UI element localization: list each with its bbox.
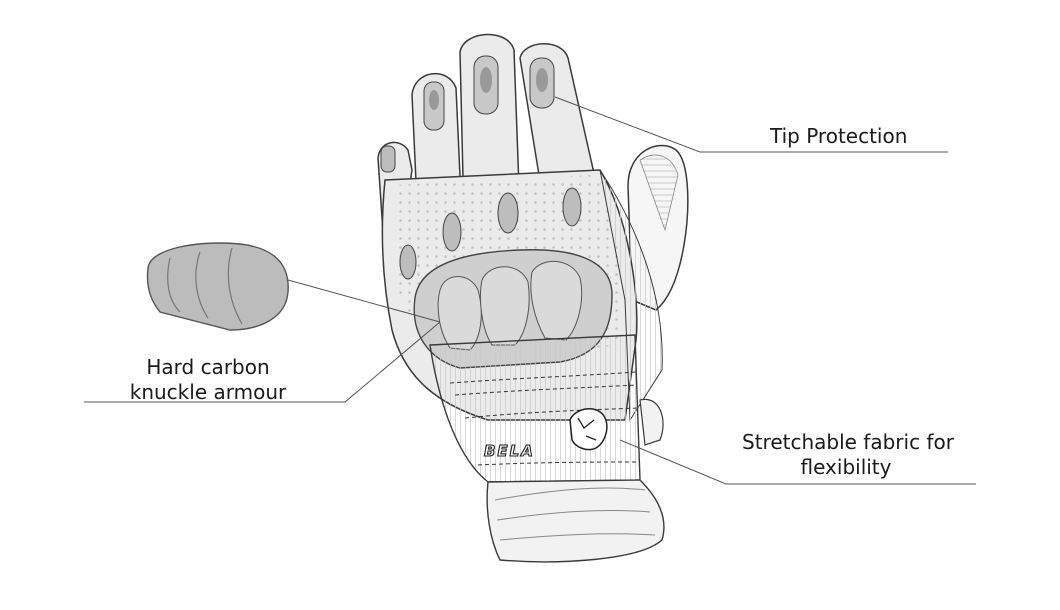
label-stretch-line2: flexibility — [800, 455, 892, 479]
label-knuckle-line2: knuckle armour — [129, 380, 287, 404]
label-stretch-line1: Stretchable fabric for — [742, 430, 954, 454]
label-knuckle-line1: Hard carbon — [146, 355, 270, 379]
label-stretch-fabric: Stretchable fabric for flexibility — [742, 430, 954, 480]
leader-stretch-fabric — [619, 439, 976, 485]
brand-logo-text: BELA — [484, 442, 535, 460]
stretch-cuff — [429, 334, 641, 483]
glove-body: BELA — [377, 33, 665, 563]
leader-knuckle-label — [84, 321, 441, 403]
leader-knuckle-armour — [287, 279, 441, 323]
panther-head-icon — [569, 408, 608, 451]
finger-vents — [399, 187, 582, 280]
leader-tip-protection — [554, 96, 948, 153]
tip-protection-pads — [380, 55, 555, 173]
detached-knuckle-armour — [146, 242, 289, 331]
label-tip-protection: Tip Protection — [770, 124, 908, 148]
wrist-closure — [486, 398, 665, 563]
label-knuckle-armour: Hard carbon knuckle armour — [118, 355, 298, 405]
leader-lines — [84, 96, 976, 485]
